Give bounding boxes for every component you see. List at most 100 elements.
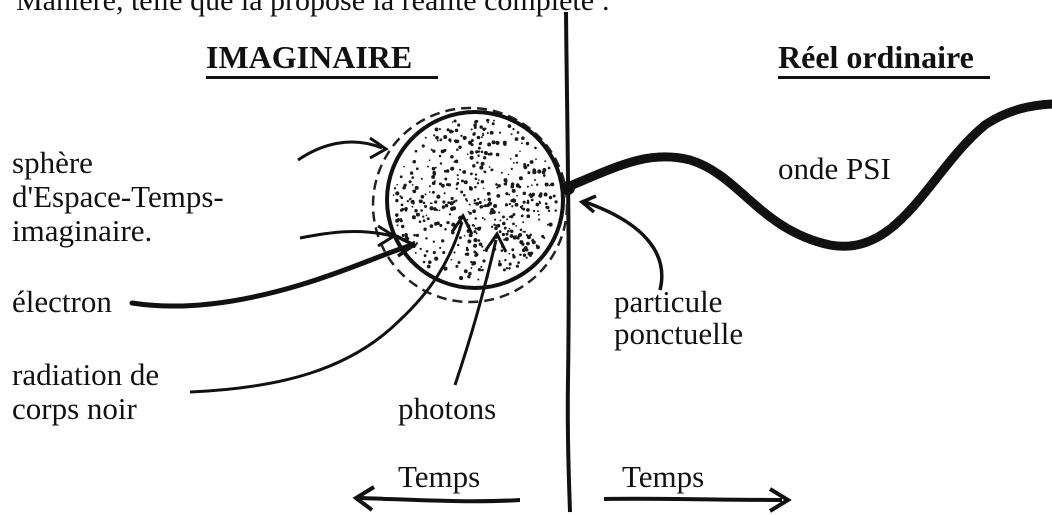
photon-dot	[441, 239, 444, 242]
photon-dot	[459, 169, 461, 171]
photon-dot	[395, 215, 397, 217]
photon-dot	[545, 182, 549, 186]
photon-dot	[470, 156, 474, 160]
photon-dot	[397, 224, 399, 226]
photon-dot	[510, 215, 513, 218]
heading-imaginaire-underline	[206, 76, 438, 79]
photon-dot	[475, 252, 477, 254]
arrow-particule	[585, 202, 662, 290]
photon-dot	[486, 204, 490, 208]
photon-dot	[492, 169, 494, 171]
label-photons: photons	[398, 392, 496, 426]
photon-dot	[498, 211, 500, 213]
photon-dot	[426, 215, 428, 217]
photon-dot	[405, 233, 407, 235]
photon-dot	[478, 147, 481, 150]
photon-dot	[504, 227, 507, 230]
arrow-electron	[132, 245, 412, 306]
photon-dot	[425, 237, 427, 239]
photon-dot	[495, 141, 499, 145]
photon-dot	[409, 198, 411, 200]
photon-dot	[477, 182, 479, 184]
photon-dot	[477, 198, 479, 200]
photon-dot	[471, 128, 473, 130]
photon-dot	[430, 202, 432, 204]
photon-dot	[502, 233, 505, 236]
photon-dot	[432, 167, 436, 171]
photon-dot	[468, 141, 472, 145]
photon-dot	[497, 184, 500, 187]
photon-dot	[496, 153, 500, 157]
photon-dot	[432, 191, 435, 194]
photon-dot	[521, 205, 523, 207]
photon-dot	[532, 168, 536, 172]
photon-dot	[481, 246, 483, 248]
photon-dot	[481, 162, 485, 166]
photon-dot	[482, 217, 484, 219]
photon-dot	[444, 228, 447, 231]
photon-dot	[472, 261, 476, 265]
photon-dot	[516, 195, 518, 197]
photon-dot	[455, 129, 459, 133]
photon-dot	[516, 161, 518, 163]
photon-dot	[481, 136, 483, 138]
photon-dot	[457, 261, 460, 264]
photon-dot	[453, 251, 455, 253]
photon-dot	[510, 230, 513, 233]
photon-dot	[545, 202, 548, 205]
photon-dot	[524, 165, 528, 169]
photon-dot	[415, 186, 419, 190]
photon-dot	[472, 209, 476, 213]
photon-dot	[475, 202, 479, 206]
photon-dot	[416, 213, 420, 217]
photon-dot	[430, 224, 434, 228]
photon-dot	[434, 200, 437, 203]
photon-dot	[499, 219, 501, 221]
photon-dot	[520, 229, 523, 232]
photon-dot	[395, 191, 399, 195]
photon-dot	[461, 180, 464, 183]
photon-dot	[499, 132, 501, 134]
label-radiation: radiation de corps noir	[12, 358, 159, 426]
photon-dot	[405, 236, 408, 239]
photon-dot	[511, 133, 513, 135]
photon-dot	[463, 194, 466, 197]
photon-dot	[416, 234, 419, 237]
photon-dot	[487, 143, 491, 147]
photon-dot	[536, 183, 538, 185]
photon-dot	[412, 190, 414, 192]
photon-dot	[456, 148, 459, 151]
separator-line	[566, 12, 570, 512]
photon-dot	[487, 122, 489, 124]
photon-dot	[506, 233, 509, 236]
photon-dot	[521, 136, 525, 140]
photon-dot	[433, 134, 435, 136]
photon-dot	[484, 151, 488, 155]
photon-dot	[523, 201, 526, 204]
photon-dot	[455, 265, 458, 268]
photon-dot	[543, 174, 546, 177]
photon-dot	[515, 203, 519, 207]
photon-dot	[474, 120, 477, 123]
photon-dot	[457, 124, 460, 127]
photon-dot	[446, 169, 450, 173]
photon-dot	[481, 151, 484, 154]
photon-dot	[531, 199, 534, 202]
photon-dot	[503, 238, 505, 240]
photon-dot	[434, 222, 438, 226]
photon-dot	[534, 179, 536, 181]
photon-dot	[429, 159, 431, 161]
photon-dot	[535, 172, 537, 174]
photon-dot	[463, 136, 467, 140]
photon-dot	[487, 132, 489, 134]
photon-dot	[549, 196, 553, 200]
photon-dot	[494, 219, 496, 221]
photon-dot	[526, 242, 530, 246]
photon-dot	[529, 254, 532, 257]
photon-dot	[469, 186, 472, 189]
photon-dot	[483, 156, 486, 159]
photon-dot	[439, 247, 441, 249]
photon-dot	[424, 254, 427, 257]
photon-dot	[477, 154, 479, 156]
